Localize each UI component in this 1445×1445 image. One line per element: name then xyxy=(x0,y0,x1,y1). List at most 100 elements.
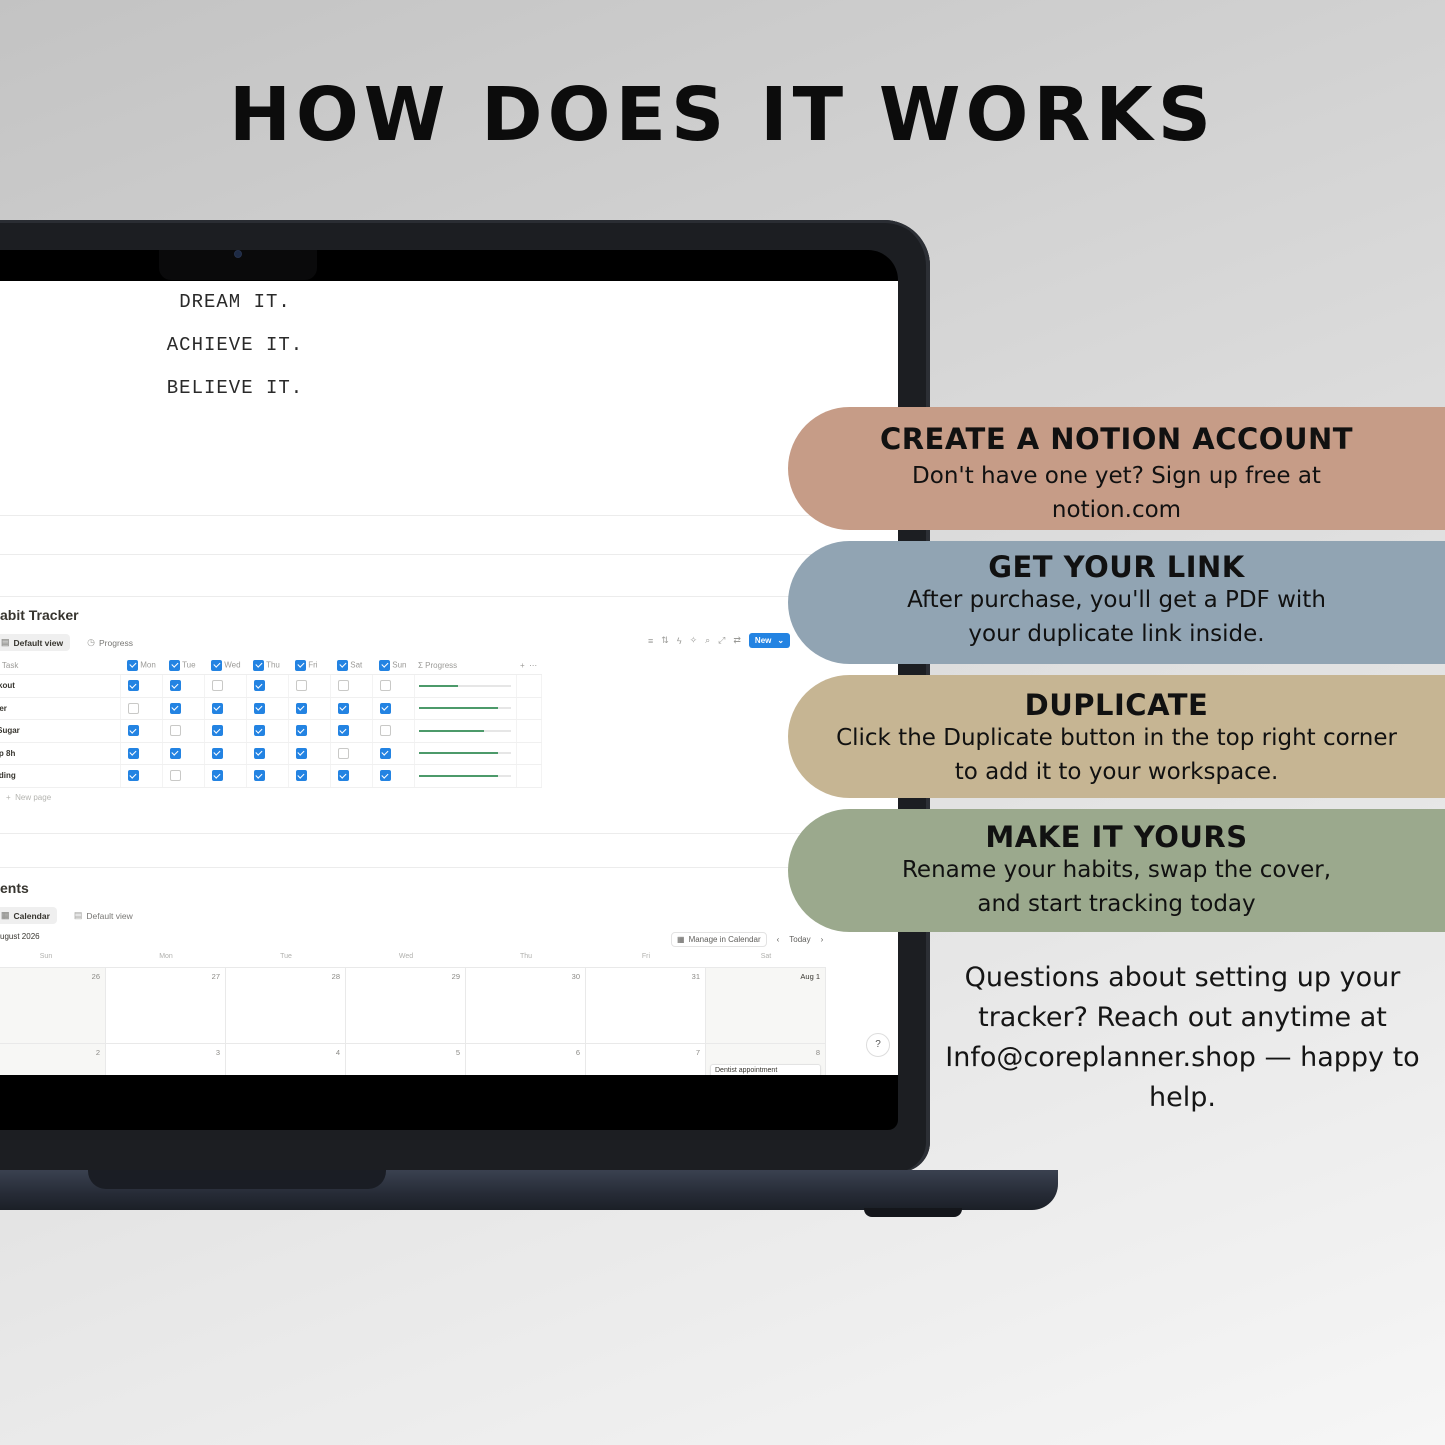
habit-task-cell[interactable]: later xyxy=(0,697,121,720)
column-header-day[interactable]: Mon xyxy=(120,656,162,675)
calendar-day[interactable]: 28 xyxy=(226,968,346,1043)
habit-checkbox[interactable] xyxy=(253,680,265,692)
ai-icon[interactable]: ✧ xyxy=(689,635,698,645)
habit-checkbox[interactable] xyxy=(295,747,307,759)
table-row[interactable]: eep 8h xyxy=(0,742,542,765)
add-column-button[interactable]: + ⋯ xyxy=(516,656,542,675)
calendar-day[interactable]: 8 Dentist appointment xyxy=(706,1044,826,1075)
habit-checkbox[interactable] xyxy=(211,747,223,759)
habit-checkbox[interactable] xyxy=(127,747,139,759)
search-icon[interactable]: ⌕ xyxy=(705,635,711,645)
calendar-event[interactable]: Dentist appointment xyxy=(710,1064,821,1075)
step-duplicate: DUPLICATE Click the Duplicate button in … xyxy=(788,675,1445,798)
table-row[interactable]: eading xyxy=(0,764,542,788)
sort-icon[interactable]: ⇅ xyxy=(661,635,669,645)
habit-checkbox[interactable] xyxy=(295,702,307,714)
column-header-day[interactable]: Thu xyxy=(246,656,288,675)
habit-checkbox[interactable] xyxy=(295,725,307,737)
help-icon[interactable]: ? xyxy=(866,1033,890,1057)
tab-label: Calendar xyxy=(13,910,50,921)
calendar-day[interactable]: 7 xyxy=(586,1044,706,1075)
habit-checkbox[interactable] xyxy=(253,747,265,759)
habit-checkbox[interactable] xyxy=(169,680,181,692)
weekday-label: Fri xyxy=(641,953,651,960)
new-page-button[interactable]: + New page xyxy=(6,793,52,802)
calendar-day[interactable]: Aug 1 xyxy=(706,968,826,1043)
habit-checkbox[interactable] xyxy=(169,725,181,737)
habit-progress-cell xyxy=(414,742,517,765)
habit-checkbox[interactable] xyxy=(253,702,265,714)
habit-checkbox[interactable] xyxy=(295,770,307,782)
table-row[interactable]: later xyxy=(0,697,542,720)
habit-checkbox[interactable] xyxy=(379,702,391,714)
automation-icon[interactable]: ϟ xyxy=(676,635,682,646)
calendar-day[interactable]: 31 xyxy=(586,968,706,1043)
habit-checkbox[interactable] xyxy=(337,702,349,714)
column-header-day[interactable]: Tue xyxy=(162,656,204,675)
column-header-day[interactable]: Fri xyxy=(288,656,330,675)
habit-checkbox[interactable] xyxy=(127,725,139,737)
calendar-day[interactable]: 27 xyxy=(106,968,226,1043)
calendar-day[interactable]: 5 xyxy=(346,1044,466,1075)
calendar-day[interactable]: 4 xyxy=(226,1044,346,1075)
calendar-day[interactable]: 6 xyxy=(466,1044,586,1075)
settings-icon[interactable]: ⇄ xyxy=(733,635,741,645)
habit-task-cell[interactable]: eading xyxy=(0,764,121,788)
habit-task-cell[interactable]: eep 8h xyxy=(0,742,121,765)
today-button[interactable]: Today xyxy=(789,935,811,944)
calendar-day[interactable]: 3 xyxy=(106,1044,226,1075)
calendar-day[interactable]: 30 xyxy=(466,968,586,1043)
habit-checkbox[interactable] xyxy=(169,747,181,759)
habit-checkbox[interactable] xyxy=(379,770,391,782)
habit-checkbox[interactable] xyxy=(337,725,349,737)
habit-checkbox[interactable] xyxy=(379,747,391,759)
habit-checkbox[interactable] xyxy=(211,680,223,692)
habit-checkbox[interactable] xyxy=(127,702,139,714)
calendar-day[interactable]: 2 xyxy=(0,1044,106,1075)
manage-in-calendar-button[interactable]: ▦ Manage in Calendar xyxy=(671,932,767,947)
habit-checkbox[interactable] xyxy=(253,770,265,782)
habit-task-cell[interactable]: o Sugar xyxy=(0,719,121,743)
column-header-progress[interactable]: Σ Progress xyxy=(414,656,516,675)
habit-checkbox[interactable] xyxy=(253,725,265,737)
column-header-day[interactable]: Wed xyxy=(204,656,246,675)
habit-check-cell xyxy=(246,764,289,788)
column-header-day[interactable]: Sat xyxy=(330,656,372,675)
tab-default-view[interactable]: ▤ Default view xyxy=(67,907,140,924)
habit-checkbox[interactable] xyxy=(337,747,349,759)
camera-icon xyxy=(234,250,242,258)
habit-checkbox[interactable] xyxy=(211,725,223,737)
tab-default-view[interactable]: ▤ Default view xyxy=(0,634,71,651)
tab-calendar[interactable]: ▦ Calendar xyxy=(0,907,57,924)
weekday-label: Sun xyxy=(39,953,53,960)
calendar-day[interactable]: 29 xyxy=(346,968,466,1043)
checkbox-icon xyxy=(379,659,390,671)
habit-checkbox[interactable] xyxy=(169,770,181,782)
habit-check-cell xyxy=(162,719,205,743)
habit-task-cell[interactable]: orkout xyxy=(0,674,121,698)
filter-icon[interactable]: ≡ xyxy=(648,635,654,646)
new-button[interactable]: New ⌄ xyxy=(748,633,791,648)
column-header-day[interactable]: Sun xyxy=(372,656,414,675)
table-row[interactable]: orkout xyxy=(0,674,542,698)
clock-icon: ◷ xyxy=(87,637,95,647)
habit-checkbox[interactable] xyxy=(295,680,307,692)
habit-checkbox[interactable] xyxy=(169,702,181,714)
habit-checkbox[interactable] xyxy=(211,702,223,714)
expand-icon[interactable]: ⤢ xyxy=(718,635,726,645)
table-row[interactable]: o Sugar xyxy=(0,719,542,743)
next-month-icon[interactable]: › xyxy=(820,935,824,944)
habit-checkbox[interactable] xyxy=(337,680,349,692)
habit-checkbox[interactable] xyxy=(127,680,139,692)
habit-check-cell xyxy=(120,742,163,765)
habit-checkbox[interactable] xyxy=(211,770,223,782)
divider xyxy=(0,833,836,834)
tab-progress[interactable]: ◷ Progress xyxy=(80,634,140,651)
column-header-task[interactable]: Aa Task xyxy=(0,656,120,675)
calendar-day[interactable]: 26 xyxy=(0,968,106,1043)
habit-checkbox[interactable] xyxy=(127,770,139,782)
habit-checkbox[interactable] xyxy=(379,680,391,692)
prev-month-icon[interactable]: ‹ xyxy=(776,935,780,944)
habit-checkbox[interactable] xyxy=(337,770,349,782)
habit-checkbox[interactable] xyxy=(379,725,391,737)
